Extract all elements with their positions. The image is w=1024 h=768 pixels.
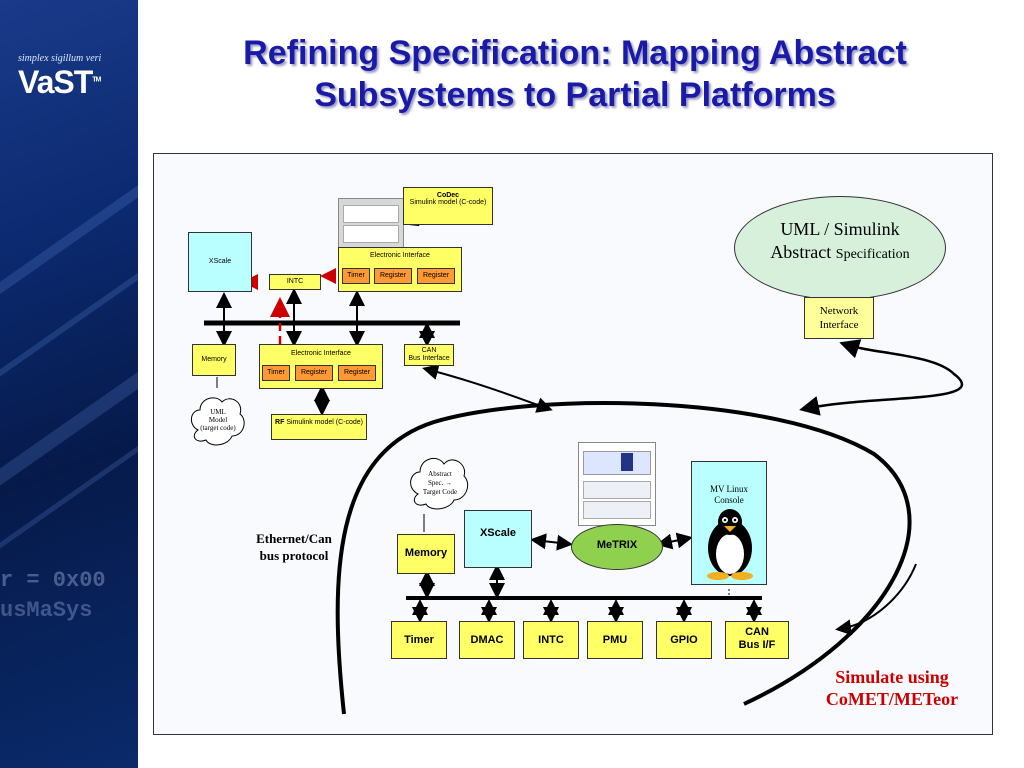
logo-tagline: simplex sigillum veri <box>18 53 102 64</box>
simulate-label: Simulate using CoMET/METeor <box>825 667 959 709</box>
timer-register-top: Timer <box>342 268 370 284</box>
vast-logo: VaSTTM <box>18 64 101 100</box>
uml-simulink-spec-ellipse: UML / Simulink Abstract Specification <box>734 196 946 300</box>
cloud-icon <box>191 397 245 446</box>
background-code-text: usMaSys <box>0 598 93 623</box>
register-top-1: Register <box>374 268 412 284</box>
memory-box-top: Memory <box>192 344 236 376</box>
metrix-ellipse: MeTRIX <box>571 524 663 570</box>
screenshot-thumbnail <box>578 442 656 526</box>
network-interface-box: Network Interface <box>804 297 874 339</box>
intc-box-platform: INTC <box>523 621 579 659</box>
slide-title: Refining Specification: Mapping Abstract… <box>243 34 907 114</box>
pmu-box: PMU <box>587 621 643 659</box>
timer-register-bottom: Timer <box>262 365 290 381</box>
register-top-2: Register <box>417 268 455 284</box>
uml-model-label: UML Model (target code) <box>200 408 236 432</box>
codec-box: CoDec Simulink model (C-code) <box>403 187 493 225</box>
screenshot-thumbnail <box>338 198 404 250</box>
timer-box: Timer <box>391 621 447 659</box>
background-code-text: r = 0x00 <box>0 568 106 593</box>
platform-boundary-curve <box>335 401 912 715</box>
ethernet-can-label: Ethernet/Can bus protocol <box>256 531 332 563</box>
gpio-box: GPIO <box>656 621 712 659</box>
rf-box: RF Simulink model (C-code) <box>271 414 367 440</box>
sidebar-banner: simplex sigillum veri VaSTTM r = 0x00 us… <box>0 0 138 768</box>
can-bus-if-box: CAN Bus I/F <box>725 621 789 659</box>
cloud-icon <box>410 457 469 510</box>
dmac-box: DMAC <box>459 621 515 659</box>
linux-console-panel: MV Linux Console <box>691 461 767 585</box>
penguin-icon <box>707 509 753 580</box>
register-bottom-2: Register <box>338 365 376 381</box>
diagram-panel: CoDec Simulink model (C-code) XScale INT… <box>153 153 993 735</box>
xscale-box-platform: XScale <box>464 510 532 568</box>
can-bus-interface-top: CAN Bus Interface <box>404 344 454 366</box>
register-bottom-1: Register <box>295 365 333 381</box>
memory-box-platform: Memory <box>397 534 455 574</box>
intc-box-top: INTC <box>269 274 321 290</box>
xscale-box-top: XScale <box>188 232 252 292</box>
abstract-spec-label: Abstract Spec. → Target Code <box>422 470 458 496</box>
diagram-connectors <box>204 199 964 715</box>
